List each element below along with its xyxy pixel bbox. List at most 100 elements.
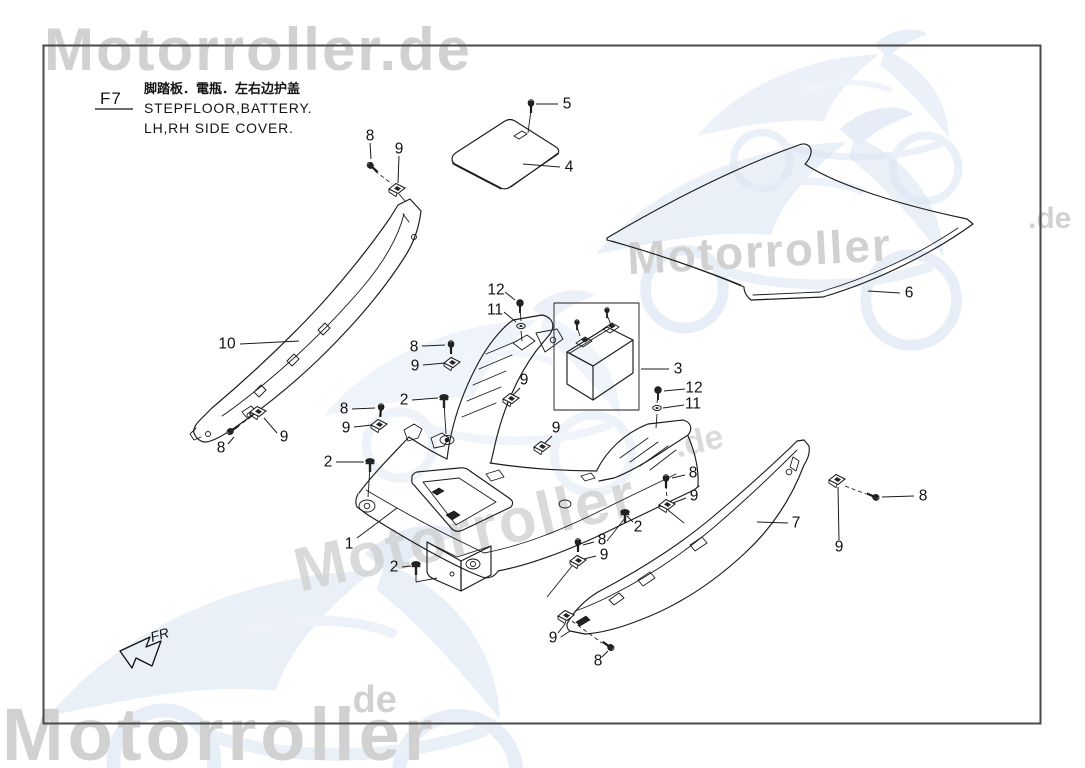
callout-leader-line (662, 404, 685, 409)
callout-leader-line (504, 291, 516, 301)
callout-label-2: 2 (400, 392, 409, 409)
callout-leader-line (867, 290, 901, 294)
clip-fold (370, 425, 380, 434)
callout-label-2: 2 (324, 454, 333, 471)
callout-leader-line (351, 407, 376, 410)
callout-label-9: 9 (342, 420, 351, 437)
callout-label-8: 8 (340, 401, 349, 418)
callout-leader-line (557, 623, 566, 634)
callout-label-9: 9 (395, 141, 404, 158)
clip-fold (569, 561, 579, 570)
callout-leader-line (671, 474, 686, 479)
callout-label-2: 2 (634, 519, 643, 536)
clip-nut-part-9 (442, 356, 462, 372)
callout-leader-line (601, 650, 609, 658)
watermark-top: Motorroller.de (44, 16, 472, 83)
clip-fold (502, 399, 512, 408)
callout-label-5: 5 (563, 96, 572, 113)
machine-screw-part-12 (654, 386, 662, 400)
screw-slot (226, 431, 230, 435)
callout-leader-line (397, 155, 400, 184)
screw-slot (367, 162, 370, 166)
clip-fold (443, 363, 453, 372)
part-6-rear-cover-panel (606, 143, 974, 301)
washer-hole (519, 325, 523, 327)
bolt-part-2 (439, 394, 449, 408)
callout-label-9: 9 (690, 488, 699, 505)
clip-notch (376, 422, 383, 427)
watermark-middle-de: .de (1028, 202, 1071, 235)
watermark-bottom-de: .de (342, 679, 397, 721)
assembly-line (546, 565, 573, 598)
screw-head (662, 474, 670, 482)
screw-part-8 (866, 492, 880, 501)
callout-leader-line (401, 565, 412, 568)
drawing-frame (42, 44, 1042, 725)
washer-ring (652, 404, 662, 412)
watermark-bottom: Motorroller (2, 693, 437, 768)
screw-head (377, 403, 385, 411)
callout-leader-line (837, 486, 840, 541)
machine-screw-part-12 (516, 299, 524, 313)
washer-hole (655, 407, 659, 409)
assembly-axis-dashed (374, 170, 393, 185)
screw-head (574, 538, 582, 546)
clip-notch (575, 558, 582, 563)
callout-label-9: 9 (600, 547, 609, 564)
callout-label-9: 9 (835, 539, 844, 556)
callout-leader-line (503, 311, 517, 323)
clip-notch (508, 396, 515, 401)
clip-nut-part-9 (568, 554, 588, 570)
title-english-line1: STEPFLOOR,BATTERY. (144, 100, 312, 116)
clip-notch (834, 477, 841, 482)
part-7-rh-side-cover (560, 439, 810, 638)
callout-leader-line (239, 340, 300, 345)
callout-label-6: 6 (905, 285, 914, 302)
callout-leader-line (369, 142, 372, 160)
fr-label: FR (148, 624, 170, 645)
part-10-lh-side-cover (189, 198, 422, 443)
callout-leader-line (663, 388, 686, 392)
title-block: F7 脚踏板．電瓶．左右边护盖 STEPFLOOR,BATTERY. LH,RH… (95, 81, 312, 136)
clip-notch (539, 444, 546, 449)
screw-head (604, 307, 610, 314)
callout-label-8: 8 (410, 339, 419, 356)
clip-notch (394, 186, 401, 191)
callout-label-9: 9 (549, 630, 558, 647)
part-1-step-floor (355, 314, 700, 592)
callout-label-8: 8 (598, 532, 607, 549)
screw-part-8 (226, 424, 240, 436)
screw-part-8 (574, 538, 582, 552)
machine-screw-head (654, 386, 662, 394)
callout-leader-line (227, 436, 235, 445)
screw-part-8 (366, 161, 379, 173)
assembly-line (606, 517, 626, 542)
screw-part-8 (604, 307, 610, 319)
assembly-line (443, 402, 447, 435)
callout-label-4: 4 (565, 159, 574, 176)
clip-fold (388, 189, 398, 198)
clip-fold (658, 505, 668, 514)
figure-code: F7 (100, 89, 122, 108)
callout-label-11: 11 (487, 302, 503, 319)
callout-leader-line (356, 507, 398, 539)
callout-leader-line (263, 417, 278, 434)
washer-part-11 (652, 404, 662, 412)
callout-leader-line (672, 497, 687, 504)
callout-leader-line (582, 541, 595, 546)
screw-part-8 (527, 99, 535, 113)
screw-part-8 (377, 403, 385, 418)
clip-notch (664, 502, 671, 507)
washer-ring (516, 322, 526, 330)
screw-head (527, 99, 535, 107)
screw-part-8 (447, 340, 455, 354)
part-4-battery-cover (451, 118, 560, 190)
clip-nut-part-9 (387, 182, 407, 198)
clip-fold (828, 480, 838, 489)
callout-label-12: 12 (487, 282, 504, 299)
clip-nut-part-9 (556, 609, 576, 625)
callout-leader-line (411, 397, 439, 401)
callout-label-10: 10 (218, 336, 236, 353)
callout-label-8: 8 (594, 653, 603, 670)
clip-nut-part-9 (827, 473, 847, 489)
